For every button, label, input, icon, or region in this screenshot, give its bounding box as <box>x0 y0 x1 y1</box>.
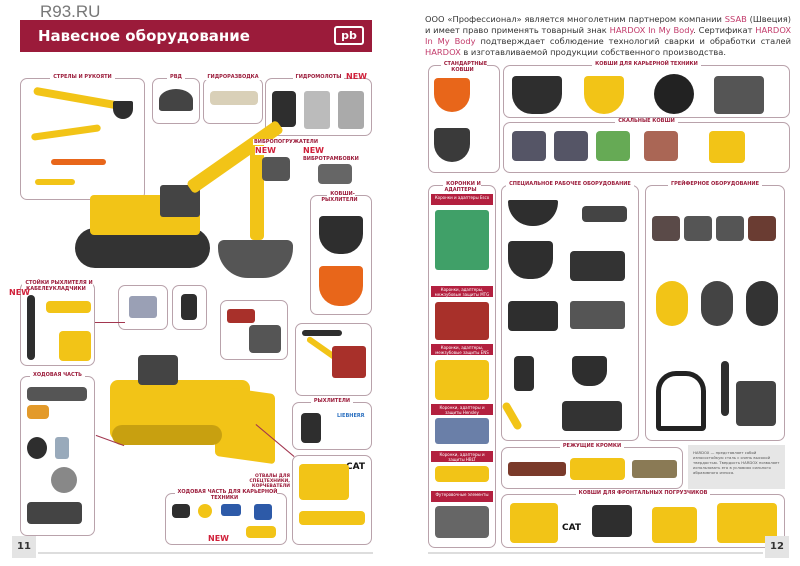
subheader: Футеровочные элементы <box>431 491 493 502</box>
section-label: СТАНДАРТНЫЕ КОВШИ <box>440 61 488 73</box>
section-mining-buckets: КОВШИ ДЛЯ КАРЬЕРНОЙ ТЕХНИКИ <box>503 61 790 118</box>
cat-logo: CAT <box>345 462 365 472</box>
section-label: РЕЖУЩИЕ КРОМКИ <box>559 443 625 449</box>
section-label: ГИДРОРАЗВОДКА <box>204 74 262 80</box>
section-rippers: РЫХЛИТЕЛИ LIEBHERR <box>292 398 372 450</box>
section-label: СТРЕЛЫ И РУКОЯТИ <box>50 74 115 80</box>
section-label: ГИДРОМОЛОТЫ <box>292 74 345 80</box>
subheader: Коронки, адаптеры и защиты Hensley <box>431 404 493 415</box>
brand-logo: pb <box>334 26 364 45</box>
vibro-label: ВИБРОПОГРУЖАТЕЛИ <box>253 139 320 145</box>
section-hammers: ГИДРОМОЛОТЫ NEW <box>265 72 372 136</box>
new-badge: NEW <box>255 146 276 155</box>
page-number: 11 <box>12 536 36 558</box>
compactors-label: ВИБРОТРАМБОВКИ <box>303 156 359 162</box>
parts-box-2 <box>172 285 207 330</box>
section-label: СКАЛЬНЫЕ КОВШИ <box>615 118 678 124</box>
title-text: Навесное оборудование <box>38 27 250 45</box>
section-teeth-adapters: КОРОНКИ И АДАПТЕРЫ Коронки и адаптеры Es… <box>428 181 496 548</box>
section-ripper-buckets: КОВШИ-РЫХЛИТЕЛИ <box>310 191 372 315</box>
section-label: ГРЕЙФЕРНОЕ ОБОРУДОВАНИЕ <box>667 181 763 187</box>
excavator-bucket <box>218 240 293 278</box>
hardox-note: HARDOX — представляет собой износостойку… <box>688 445 785 489</box>
subheader: Коронки, адаптеры, межзубовые защиты MTG <box>431 286 493 297</box>
section-booms: СТРЕЛЫ И РУКОЯТИ <box>20 74 145 200</box>
section-label: КОВШИ ДЛЯ КАРЬЕРНОЙ ТЕХНИКИ <box>592 61 701 67</box>
section-label: РЫХЛИТЕЛИ <box>310 398 354 404</box>
section-label: ХОДОВАЯ ЧАСТЬ ДЛЯ КАРЬЕРНОЙ ТЕХНИКИ <box>174 489 278 501</box>
new-badge: NEW <box>346 72 367 81</box>
new-badge: NEW <box>303 146 324 155</box>
section-label: РВД <box>167 74 185 80</box>
section-label: ХОДОВАЯ ЧАСТЬ <box>30 372 85 378</box>
section-mining-undercarriage: ХОДОВАЯ ЧАСТЬ ДЛЯ КАРЬЕРНОЙ ТЕХНИКИ NEW <box>165 489 287 545</box>
parts-box-4 <box>295 323 372 396</box>
watermark: R93.RU <box>40 2 101 21</box>
section-ripper-shanks: СТОЙКИ РЫХЛИТЕЛЯ И КАБЕЛЕУКЛАДЧИКИ NEW <box>9 280 95 366</box>
liebherr-logo: LIEBHERR <box>337 413 365 419</box>
section-blades: CAT <box>292 455 372 545</box>
subheader: Коронки, адаптеры и защиты HBLT <box>431 451 493 462</box>
bulldozer-blade <box>215 385 275 465</box>
parts-box-1 <box>118 285 168 330</box>
new-badge: NEW <box>208 534 229 543</box>
section-label: КОРОНКИ И АДАПТЕРЫ <box>443 181 481 193</box>
section-label: СТОЙКИ РЫХЛИТЕЛЯ И КАБЕЛЕУКЛАДЧИКИ <box>22 280 93 292</box>
subheader: Коронки и адаптеры Esco <box>431 194 493 205</box>
new-badge: NEW <box>9 288 30 297</box>
blades-label: ОТВАЛЫ ДЛЯ СПЕЦТЕХНИКИ, КОРЧЕВАТЕЛИ <box>249 474 290 489</box>
section-label: КОВШИ ДЛЯ ФРОНТАЛЬНЫХ ПОГРУЗЧИКОВ <box>575 490 711 496</box>
section-hoses: РВД <box>152 74 200 124</box>
cat-logo: CAT <box>562 523 582 533</box>
intro-text: ООО «Профессионал» является многолетним … <box>425 14 792 57</box>
page-title: Навесное оборудование pb <box>20 20 372 52</box>
section-label: КОВШИ-РЫХЛИТЕЛИ <box>321 191 361 203</box>
subheader: Коронки, адаптеры, межзубовые защиты ENS <box>431 344 493 355</box>
section-label: СПЕЦИАЛЬНОЕ РАБОЧЕЕ ОБОРУДОВАНИЕ <box>506 181 634 187</box>
section-special-equipment: СПЕЦИАЛЬНОЕ РАБОЧЕЕ ОБОРУДОВАНИЕ <box>501 181 639 441</box>
section-undercarriage: ХОДОВАЯ ЧАСТЬ <box>20 372 95 536</box>
section-cutting-edges: РЕЖУЩИЕ КРОМКИ <box>501 443 683 489</box>
section-grab-equipment: ГРЕЙФЕРНОЕ ОБОРУДОВАНИЕ <box>645 181 785 441</box>
section-hydro-lines: ГИДРОРАЗВОДКА <box>203 74 263 124</box>
section-rock-buckets: СКАЛЬНЫЕ КОВШИ <box>503 118 790 173</box>
section-loader-buckets: КОВШИ ДЛЯ ФРОНТАЛЬНЫХ ПОГРУЗЧИКОВ CAT <box>501 490 785 548</box>
parts-box-3 <box>220 300 288 360</box>
page-number: 12 <box>765 536 789 558</box>
section-standard-buckets: СТАНДАРТНЫЕ КОВШИ <box>428 61 500 173</box>
